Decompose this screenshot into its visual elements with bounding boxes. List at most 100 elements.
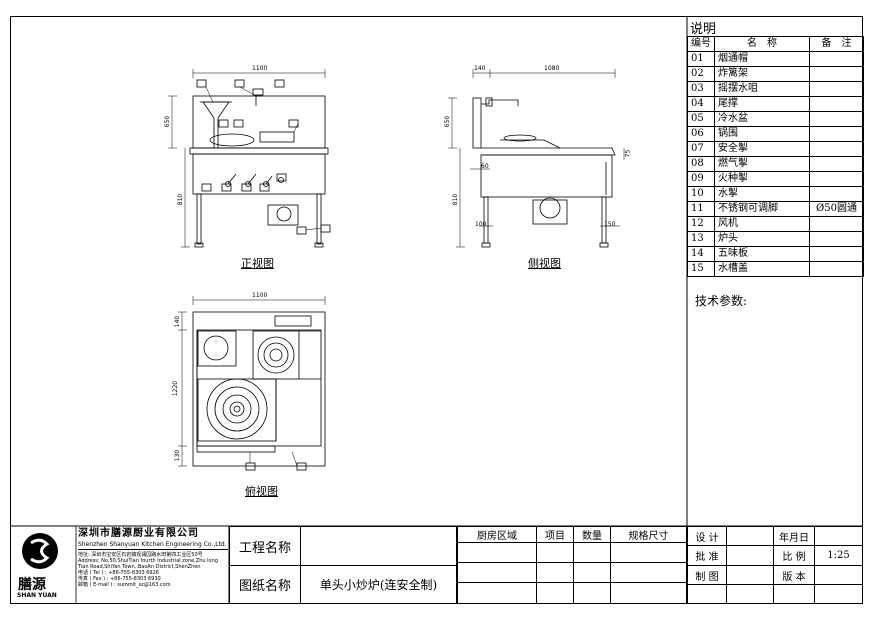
legend-cell-name: 炉头 xyxy=(714,231,810,247)
side-dim-100: 100 xyxy=(475,221,487,228)
legend-cell-name: 不锈钢可调脚 xyxy=(714,201,810,217)
legend-cell-no: 08 xyxy=(687,156,715,172)
date-label: 年月日 xyxy=(773,526,815,546)
legend-cell-note xyxy=(809,111,864,127)
front-dim-h1: 650 xyxy=(164,115,172,128)
scale-label: 比 例 xyxy=(773,545,815,566)
front-view-label: 正视图 xyxy=(241,257,274,270)
legend-cell-note xyxy=(809,66,864,82)
col-spec: 规格尺寸 xyxy=(610,526,687,543)
legend-cell-note: Ø50圆通 xyxy=(809,201,864,217)
legend-cell-name: 水槽盖 xyxy=(714,261,810,277)
top-dim-130: 130 xyxy=(174,449,182,462)
approve-label: 批 准 xyxy=(687,545,727,566)
legend-cell-no: 14 xyxy=(687,246,715,262)
project-value xyxy=(300,526,457,566)
legend-cell-name: 尾撑 xyxy=(714,96,810,112)
legend-cell-no: 07 xyxy=(687,141,715,157)
side-dim-w1: 140 xyxy=(474,65,486,72)
legend-header-name: 名 称 xyxy=(714,36,810,52)
legend-cell-name: 安全掣 xyxy=(714,141,810,157)
logo-text-cn: 膳源 xyxy=(18,577,46,593)
drawing-label: 图纸名称 xyxy=(229,565,301,604)
legend-cell-note xyxy=(809,126,864,142)
company-info: 深圳市膳源厨业有限公司 Shenzhen Shanyuan Kitchen En… xyxy=(78,528,228,588)
company-address-en: Address: No.50,ShuiTian fourth Industria… xyxy=(78,558,218,570)
legend-cell-name: 冷水盆 xyxy=(714,111,810,127)
legend-title: 说明 xyxy=(690,22,717,37)
title-block-left: 工程名称 图纸名称 单头小炒炉(连安全制) xyxy=(229,526,457,604)
legend-cell-name: 风机 xyxy=(714,216,810,232)
legend-cell-no: 10 xyxy=(687,186,715,202)
legend-cell-note xyxy=(809,246,864,262)
version-label: 版 本 xyxy=(773,565,815,585)
tech-params-label: 技术参数: xyxy=(695,294,748,308)
legend-cell-note xyxy=(809,186,864,202)
legend-cell-note xyxy=(809,171,864,187)
drawing-value: 单头小炒炉(连安全制) xyxy=(300,565,457,604)
legend-header-note: 备 注 xyxy=(809,36,864,52)
legend-cell-name: 火种掣 xyxy=(714,171,810,187)
legend-cell-note xyxy=(809,216,864,232)
logo-mark xyxy=(22,533,58,569)
scale-value: 1:25 xyxy=(814,545,863,566)
legend-cell-no: 15 xyxy=(687,261,715,277)
legend-cell-name: 摇摆水咀 xyxy=(714,81,810,97)
title-block-right: 设 计 年月日 批 准 比 例 1:25 制 图 版 本 xyxy=(687,526,863,604)
company-tel: 电话 ( Tel ) : +86-755-8303 6926 xyxy=(78,570,159,576)
project-label: 工程名称 xyxy=(229,526,301,566)
draw-label: 制 图 xyxy=(687,565,727,585)
legend-cell-no: 12 xyxy=(687,216,715,232)
front-dim-h2: 810 xyxy=(177,193,185,206)
side-dim-h2: 810 xyxy=(452,193,460,206)
legend-header: 编号 名 称 备 注 xyxy=(687,36,864,52)
legend-cell-note xyxy=(809,81,864,97)
title-block-middle: 厨房区域 项目 数量 规格尺寸 xyxy=(457,526,687,604)
legend-cell-name: 水掣 xyxy=(714,186,810,202)
side-dim-60: 60 xyxy=(481,163,489,170)
legend-cell-name: 五味板 xyxy=(714,246,810,262)
legend-cell-no: 09 xyxy=(687,171,715,187)
logo-text-en: SHAN YUAN xyxy=(17,592,57,599)
legend-cell-name: 锅围 xyxy=(714,126,810,142)
top-view-label: 俯视图 xyxy=(245,485,278,498)
legend-cell-note xyxy=(809,51,864,67)
legend-cell-name: 炸篱架 xyxy=(714,66,810,82)
side-dim-150: 150 xyxy=(604,221,616,228)
col-qty: 数量 xyxy=(573,526,611,543)
legend-cell-no: 06 xyxy=(687,126,715,142)
legend-cell-note xyxy=(809,141,864,157)
company-name-cn: 深圳市膳源厨业有限公司 xyxy=(78,528,199,539)
design-label: 设 计 xyxy=(687,526,727,546)
legend-cell-no: 05 xyxy=(687,111,715,127)
side-dim-75: 75 xyxy=(624,149,632,158)
legend-cell-no: 11 xyxy=(687,201,715,217)
company-email: 邮箱 ( E-mail ) : summit_sz@163.com xyxy=(78,582,171,588)
side-view xyxy=(448,69,625,248)
legend-cell-name: 燃气掣 xyxy=(714,156,810,172)
legend-cell-note xyxy=(809,156,864,172)
front-dim-width: 1100 xyxy=(252,65,268,72)
legend-cell-no: 01 xyxy=(687,51,715,67)
col-area: 厨房区域 xyxy=(457,526,537,543)
side-view-label: 侧视图 xyxy=(528,257,561,270)
company-name-en: Shenzhen Shanyuan Kitchen Engineering Co… xyxy=(78,541,228,550)
col-item: 项目 xyxy=(536,526,574,543)
legend-cell-note xyxy=(809,261,864,277)
top-dim-140: 140 xyxy=(174,315,182,328)
